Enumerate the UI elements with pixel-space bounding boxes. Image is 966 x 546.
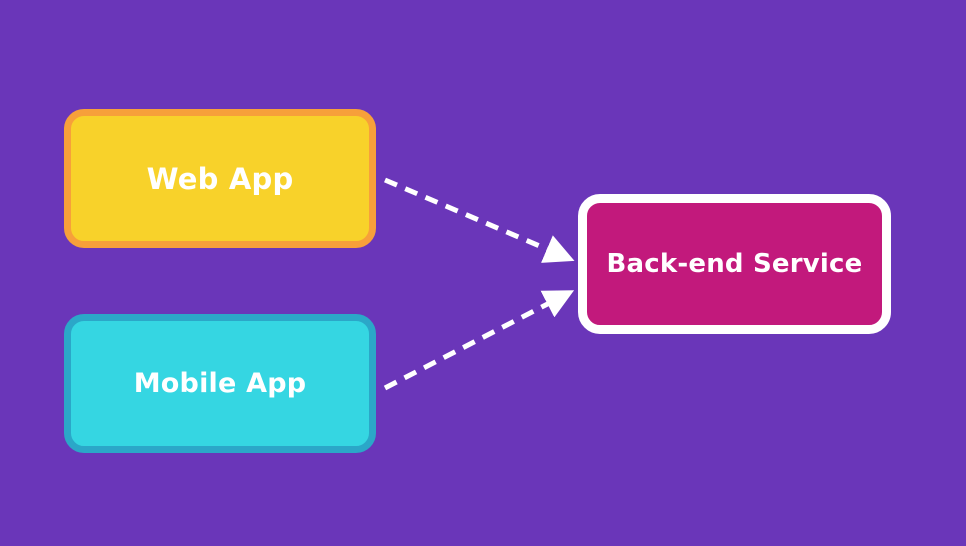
backend-service-node: Back-end Service [578,194,891,334]
mobile-app-node: Mobile App [64,314,376,453]
mobile-app-label: Mobile App [133,368,307,399]
web-to-backend-arrow [384,177,575,263]
mobile-to-backend-arrow [383,290,575,391]
web-app-label: Web App [146,161,294,196]
web-app-node: Web App [64,109,376,248]
backend-service-label: Back-end Service [606,249,863,279]
